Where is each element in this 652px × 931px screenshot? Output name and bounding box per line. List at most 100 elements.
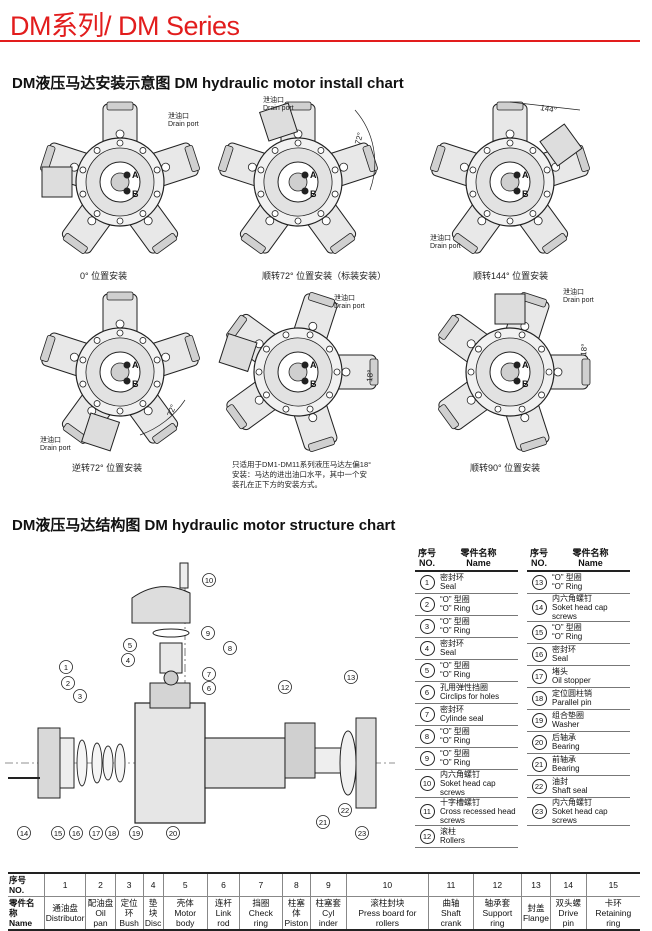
svg-text:3: 3	[78, 692, 82, 701]
motor-left18: AB	[218, 292, 379, 452]
part-name-en: Shaft seal	[552, 786, 588, 795]
part-name-cn: “O” 型圈	[440, 661, 470, 670]
callout-17: 17	[89, 826, 103, 840]
port-a-label: A	[522, 170, 529, 180]
part-number-badge: 4	[419, 640, 435, 656]
part-number-badge: 2	[419, 596, 435, 612]
part-name-cn: 内六角螺钉	[552, 593, 592, 603]
svg-text:18: 18	[108, 829, 116, 838]
svg-text:5: 5	[128, 641, 132, 650]
part-number-badge: 7	[419, 706, 435, 722]
part-number-badge: 3	[419, 618, 435, 634]
legend-row: 8“O” 型圈“O” Ring	[415, 725, 518, 748]
part-name-cn: “O” 型圈	[440, 727, 470, 736]
svg-text:15: 15	[54, 829, 62, 838]
part-name-en: Parallel pin	[552, 698, 592, 707]
part-name-cn: 内六角螺钉	[552, 797, 592, 807]
callout-7: 7	[202, 667, 216, 681]
part-name-en: Seal	[440, 648, 457, 657]
callout-21: 21	[316, 815, 330, 829]
port-b-label: B	[310, 379, 317, 389]
part-name-en: Washer	[552, 720, 580, 729]
caption-cw90: 顺转90° 位置安装	[470, 463, 541, 473]
legend-row: 9 “O” 型圈“O” Ring	[415, 747, 518, 770]
part-number-badge: 5	[419, 662, 435, 678]
bottom-col-no: 10	[345, 872, 429, 897]
legend-row: 5 “O” 型圈“O” Ring	[415, 659, 518, 682]
install-note: 只适用于DM1-DM11系列液压马达左偏18° 安装：马达的进出油口水平，其中一…	[232, 460, 372, 489]
part-name-en: “O” Ring	[440, 758, 471, 767]
part-name-en: Bearing	[552, 764, 580, 773]
part-name-en: “O” Ring	[440, 670, 471, 679]
part-name-en: Bearing	[552, 742, 580, 751]
part-number-badge: 11	[419, 803, 435, 819]
part-number-badge: 17	[531, 668, 547, 684]
svg-text:4: 4	[126, 656, 130, 665]
part-name-cn: 后轴承	[552, 733, 576, 742]
part-name-en: Seal	[552, 654, 569, 663]
bottom-col-no: 9	[310, 872, 347, 897]
bottom-col-no: 8	[281, 872, 311, 897]
caption-ccw72: 逆转72° 位置安装	[72, 463, 143, 473]
bottom-col-no: 14	[549, 872, 587, 897]
port-a-label: A	[310, 170, 317, 180]
callout-2: 2	[61, 676, 75, 690]
page-title: DM系列/ DM Series	[10, 11, 240, 41]
bottom-col-no: 1	[43, 872, 86, 897]
caption-0deg: 0° 位置安装	[80, 271, 128, 281]
part-name-en: Rollers	[440, 836, 465, 845]
part-number-badge: 12	[419, 828, 435, 844]
callout-16: 16	[69, 826, 83, 840]
svg-text:12: 12	[281, 683, 289, 692]
port-a-label: A	[132, 170, 139, 180]
title-divider	[0, 40, 640, 42]
port-a-label: A	[310, 360, 317, 370]
svg-text:16: 16	[72, 829, 80, 838]
part-number-badge: 9	[419, 750, 435, 766]
bottom-col-no: 4	[142, 872, 164, 897]
part-number-badge: 18	[531, 690, 547, 706]
bottom-col-no: 6	[206, 872, 240, 897]
callout-18: 18	[105, 826, 119, 840]
bottom-col-no: 2	[85, 872, 116, 897]
part-name-cn: “O” 型圈	[440, 617, 470, 626]
legend-row: 3“O” 型圈“O” Ring	[415, 615, 518, 638]
part-name-en: Soket head cap screws	[440, 778, 496, 797]
callout-15: 15	[51, 826, 65, 840]
legend-row: 2“O” 型圈“O” Ring	[415, 593, 518, 616]
caption-cw144: 顺转144° 位置安装	[473, 271, 549, 281]
callout-14: 14	[17, 826, 31, 840]
part-name-cn: “O” 型圈	[440, 749, 470, 758]
callout-12: 12	[278, 680, 292, 694]
part-number-badge: 10	[419, 775, 435, 791]
part-name-cn: 滚柱	[440, 827, 456, 836]
part-name-en: Cross recessed head screws	[440, 806, 516, 825]
bottom-col-no: 11	[428, 872, 474, 897]
